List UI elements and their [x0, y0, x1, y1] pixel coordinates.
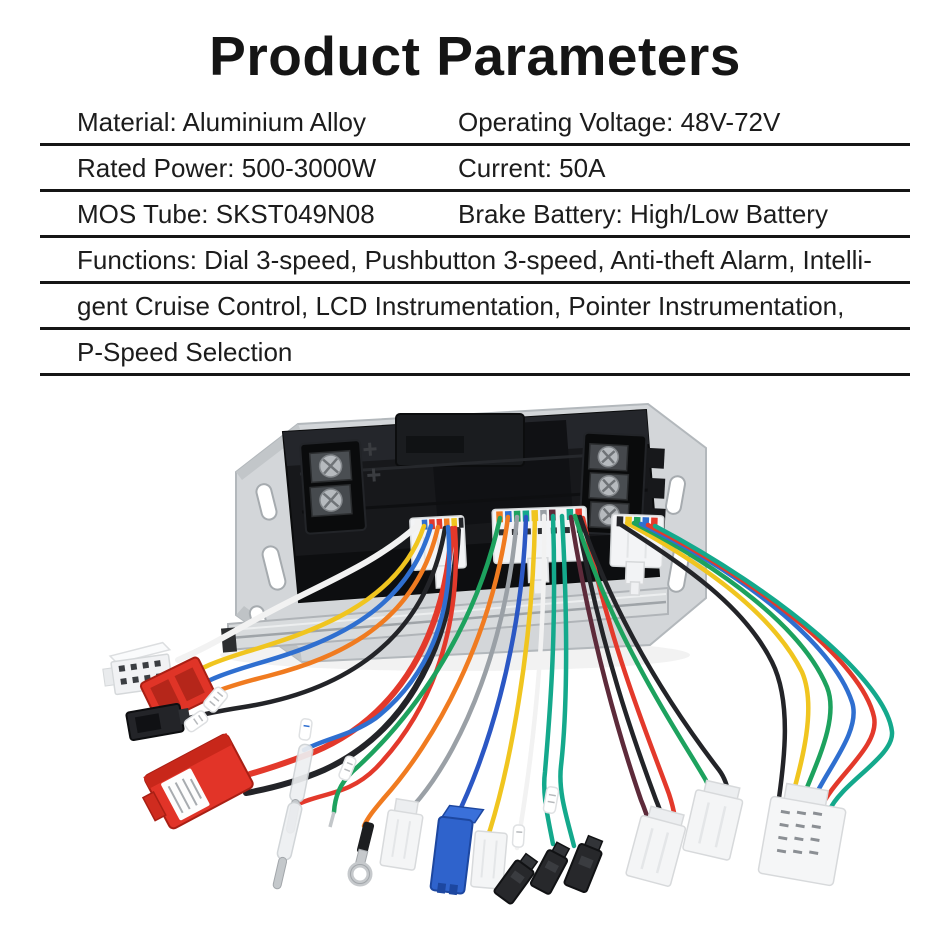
- latch-tab: [624, 560, 646, 586]
- sm-connector: [493, 852, 539, 905]
- terminal-screw: [318, 454, 343, 478]
- spec-operating-voltage: Operating Voltage: 48V-72V: [458, 106, 781, 137]
- black-connector-small: [125, 702, 191, 742]
- spec-rated-power: Rated Power: 500-3000W: [77, 152, 377, 183]
- flag-connector-blue: [429, 804, 485, 896]
- wire: [652, 523, 895, 814]
- connector-label: [776, 809, 823, 855]
- ring-terminal: [347, 821, 375, 887]
- wire-sleeve-label: [203, 686, 229, 713]
- terminal-screw: [597, 446, 620, 468]
- spec-mos-tube: MOS Tube: SKST049N08: [77, 198, 375, 229]
- page-title: Product Parameters: [209, 25, 741, 87]
- table-row: Material: Aluminium Alloy Operating Volt…: [40, 100, 910, 146]
- wire: [631, 520, 833, 806]
- wire: [187, 523, 427, 679]
- wire: [580, 515, 678, 821]
- bare-wire-tip: [328, 811, 336, 828]
- wire: [203, 524, 441, 699]
- spec-table: Material: Aluminium Alloy Operating Volt…: [40, 100, 910, 376]
- plus-mark: [363, 442, 377, 456]
- terminal-block-right: [578, 431, 666, 537]
- table-row: MOS Tube: SKST049N08 Brake Battery: High…: [40, 192, 910, 238]
- molex-connector: [625, 805, 687, 887]
- flag-connector-white: [379, 797, 424, 871]
- connector-white-small: [470, 830, 508, 890]
- wire-sleeve-label: [511, 824, 526, 848]
- wire: [243, 527, 461, 796]
- red-connector-large: [141, 732, 254, 830]
- wire: [331, 515, 503, 815]
- table-row: gent Cruise Control, LCD Instrumentation…: [40, 284, 910, 330]
- connector-label: [161, 768, 210, 821]
- table-row: Rated Power: 500-3000W Current: 50A: [40, 146, 910, 192]
- spec-brake-battery: Brake Battery: High/Low Battery: [458, 198, 828, 229]
- spec-functions-line3: P-Speed Selection: [77, 336, 293, 367]
- wire: [617, 521, 788, 801]
- labeled-connector: [757, 782, 847, 887]
- molex-connector: [682, 779, 744, 861]
- wire: [514, 513, 547, 851]
- sm-connector: [529, 841, 571, 895]
- bullet-terminal: [272, 801, 303, 890]
- wire-sleeve-label: [542, 786, 560, 814]
- wire: [624, 520, 811, 804]
- spec-functions-line2: gent Cruise Control, LCD Instrumentation…: [77, 290, 845, 321]
- sm-connector: [563, 834, 604, 893]
- wire: [558, 513, 577, 849]
- terminal-block-left: [299, 439, 381, 535]
- terminal-screw: [319, 488, 343, 512]
- wire: [577, 514, 732, 797]
- wire: [291, 525, 459, 809]
- wire-sleeve-label: [338, 755, 357, 781]
- terminal-screw: [598, 475, 620, 497]
- spec-current: Current: 50A: [458, 152, 606, 183]
- spec-functions-line1: Functions: Dial 3-speed, Pushbutton 3-sp…: [77, 244, 872, 275]
- plus-mark: [367, 468, 381, 482]
- wire: [301, 524, 452, 753]
- wire: [196, 523, 434, 689]
- wire-sleeve-label: [183, 710, 209, 733]
- wire: [175, 523, 420, 663]
- wire: [568, 514, 653, 829]
- table-row: Functions: Dial 3-speed, Pushbutton 3-sp…: [40, 238, 910, 284]
- spec-material: Material: Aluminium Alloy: [77, 106, 366, 137]
- wire: [361, 514, 511, 829]
- wire-sleeve-label: [298, 718, 313, 741]
- table-row: P-Speed Selection: [40, 330, 910, 376]
